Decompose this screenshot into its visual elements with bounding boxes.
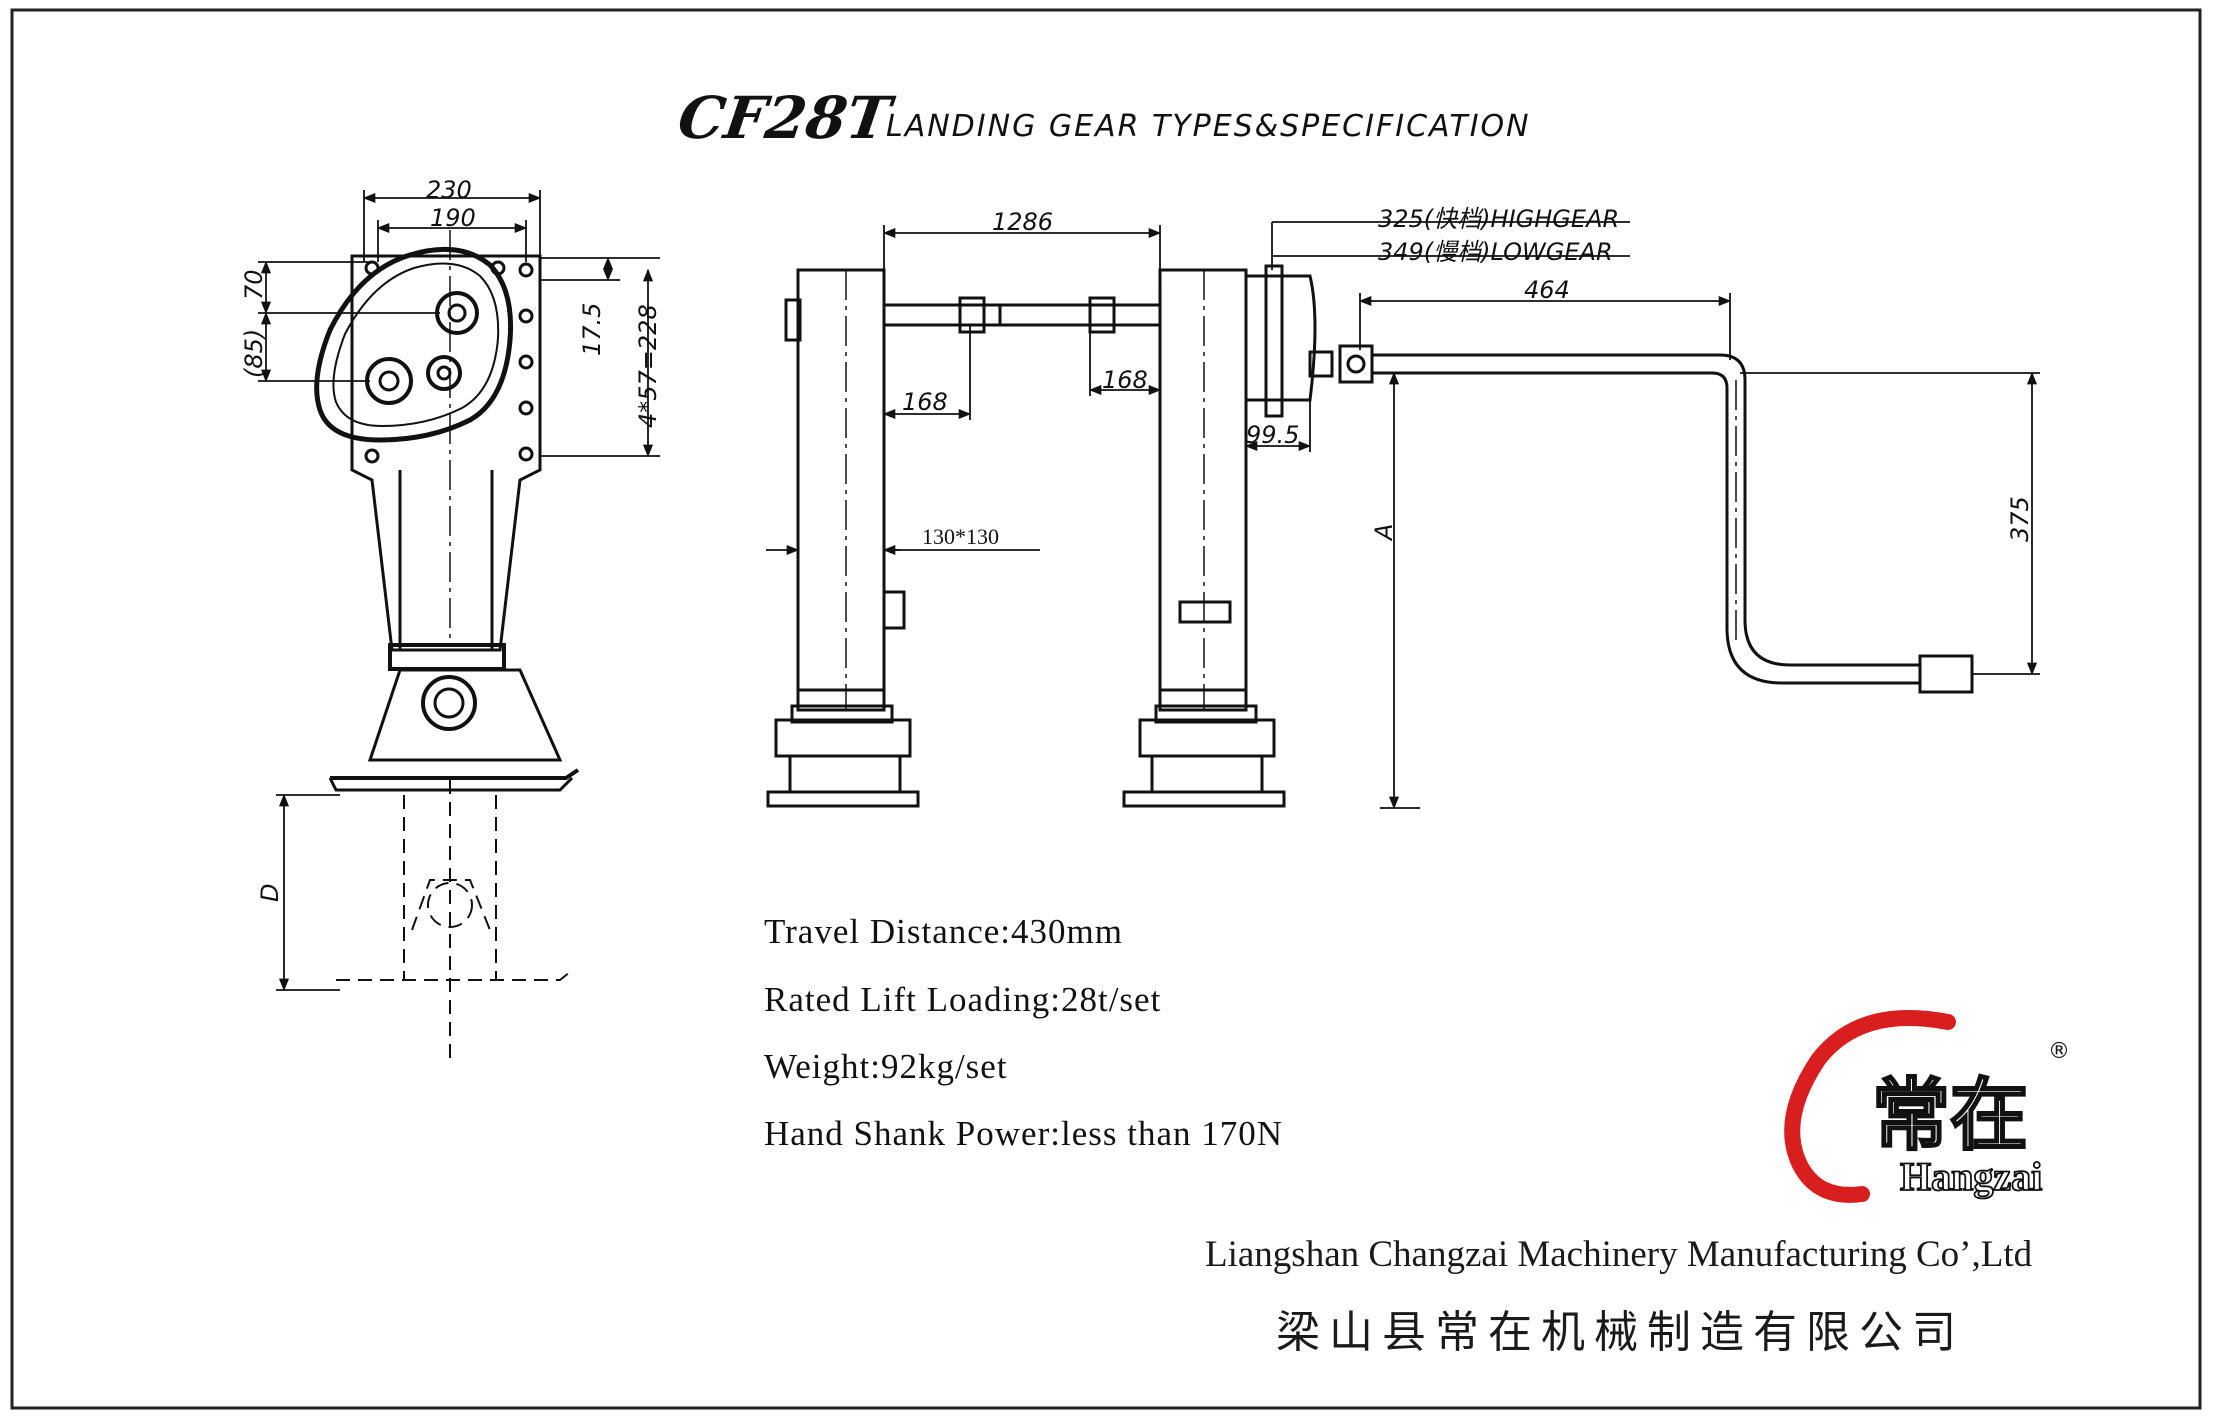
title-subtitle: LANDING GEAR TYPES&SPECIFICATION: [886, 109, 1531, 144]
dim-230: 230: [426, 176, 472, 204]
dim-4x57: 4*57=228: [634, 304, 662, 428]
brand-logo: 常在 Hangzai ®: [1784, 1009, 2070, 1203]
sheet-border: [10, 8, 2202, 1410]
dim-D: D: [256, 884, 284, 902]
front-view-labels: 1286 325(快档)HIGHGEAR 349(慢档)LOWGEAR 464 …: [902, 205, 2034, 549]
dim-130x130: 130*130: [922, 524, 999, 549]
brand-cn: 常在: [1872, 1071, 2028, 1161]
spec-hand-shank-power: Hand Shank Power:less than 170N: [764, 1114, 1284, 1153]
model-title: CF28T: [674, 83, 898, 152]
dim-1286: 1286: [992, 208, 1053, 236]
end-view: [314, 230, 580, 1060]
front-view: [766, 264, 1974, 808]
dim-high-gear: 325(快档)HIGHGEAR: [1378, 205, 1619, 233]
spec-travel-distance: Travel Distance:430mm: [764, 912, 1123, 951]
company-name-cn: 梁山县常在机械制造有限公司: [1276, 1307, 1965, 1358]
dim-464: 464: [1524, 276, 1570, 304]
dim-17-5: 17.5: [578, 303, 606, 356]
dim-168-left: 168: [902, 388, 948, 416]
spec-rated-lift: Rated Lift Loading:28t/set: [764, 980, 1162, 1019]
brand-en: Hangzai: [1900, 1154, 2042, 1199]
end-view-dimensions: [258, 190, 660, 992]
spec-weight: Weight:92kg/set: [764, 1047, 1008, 1086]
dim-375: 375: [2006, 496, 2034, 542]
front-view-dimensions: [766, 221, 2040, 810]
dim-99-5: 99.5: [1246, 421, 1299, 449]
dim-70: 70: [240, 269, 268, 300]
dim-A: A: [1370, 524, 1398, 542]
company-name-en: Liangshan Changzai Machinery Manufacturi…: [1205, 1234, 2033, 1275]
end-view-labels: 230 190 70 (85) 17.5 4*57=228 D: [240, 176, 662, 902]
dim-85: (85): [240, 329, 268, 378]
dim-168-right: 168: [1102, 366, 1148, 394]
brand-registered: ®: [2048, 1039, 2070, 1064]
dim-low-gear: 349(慢档)LOWGEAR: [1378, 238, 1613, 266]
dim-190: 190: [430, 204, 476, 232]
